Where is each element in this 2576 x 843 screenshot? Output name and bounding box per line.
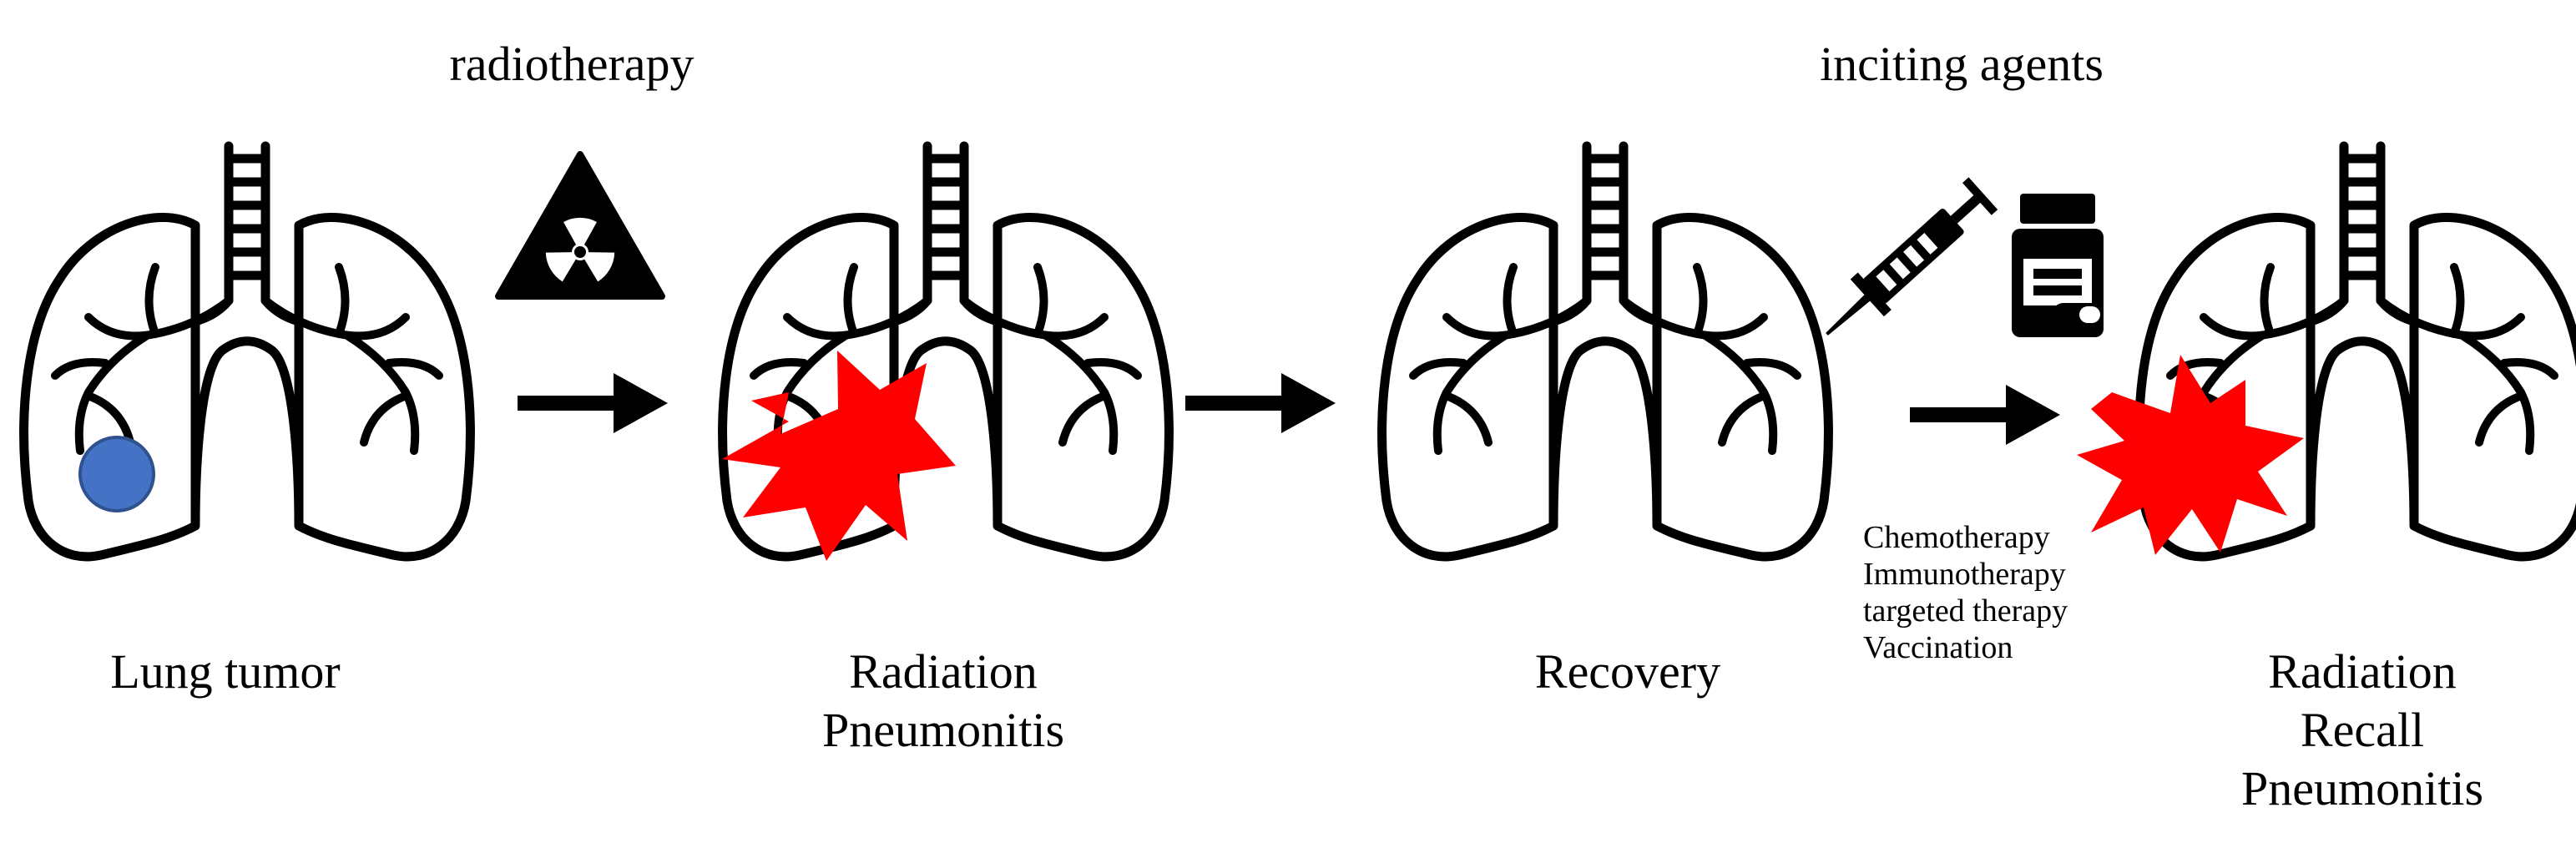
syringe-icon xyxy=(1826,177,1998,336)
stage-label-radiation-pneumonitis: Radiation Pneumonitis xyxy=(821,644,1065,757)
agent-item: Vaccination xyxy=(1863,630,2013,665)
stage-label-lung-tumor: Lung tumor xyxy=(110,644,341,699)
inflammation-burst-icon xyxy=(2077,355,2304,555)
agent-item: targeted therapy xyxy=(1863,593,2068,628)
capsule-icon xyxy=(2052,303,2104,326)
inciting-agents-heading: inciting agents xyxy=(1820,37,2104,91)
radiotherapy-heading: radiotherapy xyxy=(449,37,695,91)
stage-label-recovery: Recovery xyxy=(1534,644,1721,699)
arrow-right-icon xyxy=(1910,385,2060,445)
agent-item: Chemotherapy xyxy=(1863,520,2050,555)
stage-label-radiation-recall-pneumonitis: Radiation Recall Pneumonitis xyxy=(2240,644,2484,815)
tumor-marker xyxy=(78,436,155,512)
inflammation-burst-icon xyxy=(722,351,956,561)
arrow-right-icon xyxy=(518,373,668,433)
arrow-right-icon xyxy=(1185,373,1336,433)
inciting-agents-list: Chemotherapy Immunotherapy targeted ther… xyxy=(1863,519,2068,666)
agent-item: Immunotherapy xyxy=(1863,557,2066,592)
lungs-icon xyxy=(1382,146,1829,557)
radiation-hazard-icon xyxy=(495,151,665,300)
